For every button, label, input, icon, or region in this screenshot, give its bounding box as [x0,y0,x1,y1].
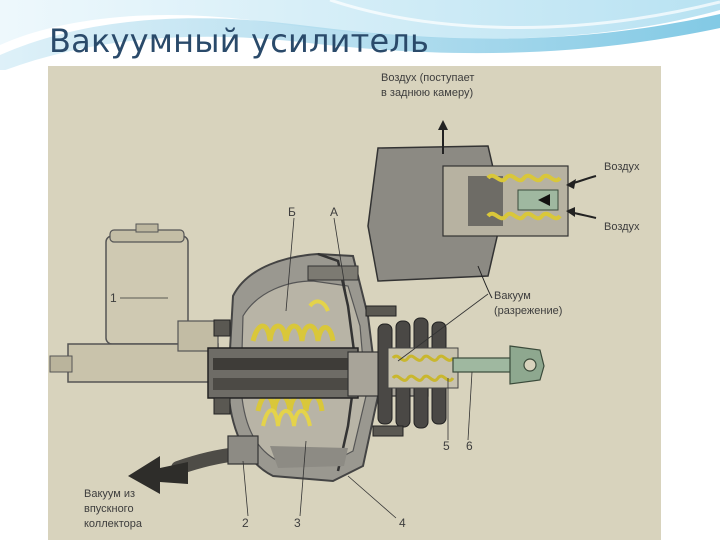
valve-body [207,347,429,399]
label-number-3: 3 [294,516,301,530]
label-letter-b: Б [288,205,296,219]
booster-diagram [49,120,597,519]
label-letter-a: А [330,205,339,219]
label-air-top: Воздух [604,161,640,173]
label-number-1: 1 [110,291,117,305]
return-spring [250,299,336,427]
leader-lines [120,217,489,519]
label-vacuum-line1: Вакуум [494,290,531,302]
label-air-bottom: Воздух [604,221,640,233]
mounting-studs [213,305,404,437]
label-vacuum-line2: (разрежение) [494,305,563,317]
label-number-5: 5 [443,439,450,453]
push-rod [452,345,545,385]
label-air-inlet-line2: в заднюю камеру) [381,87,474,99]
vacuum-hose [128,435,259,494]
valve-inset [367,120,597,299]
master-cylinder [49,223,219,383]
label-manifold-line3: коллектора [84,518,142,530]
label-number-2: 2 [242,516,249,530]
label-number-6: 6 [466,439,473,453]
header-swoosh [0,0,720,70]
rubber-boot [377,317,459,429]
label-manifold-line2: впускного [84,503,134,515]
label-air-inlet-line1: Воздух (поступает [381,72,475,84]
label-number-4: 4 [399,516,406,530]
label-manifold-line1: Вакуум из [84,488,136,500]
booster-diagram-photo: Воздух (поступает в заднюю камеру) Возду… [48,66,661,540]
slide-title: Вакуумный усилитель [49,22,430,60]
